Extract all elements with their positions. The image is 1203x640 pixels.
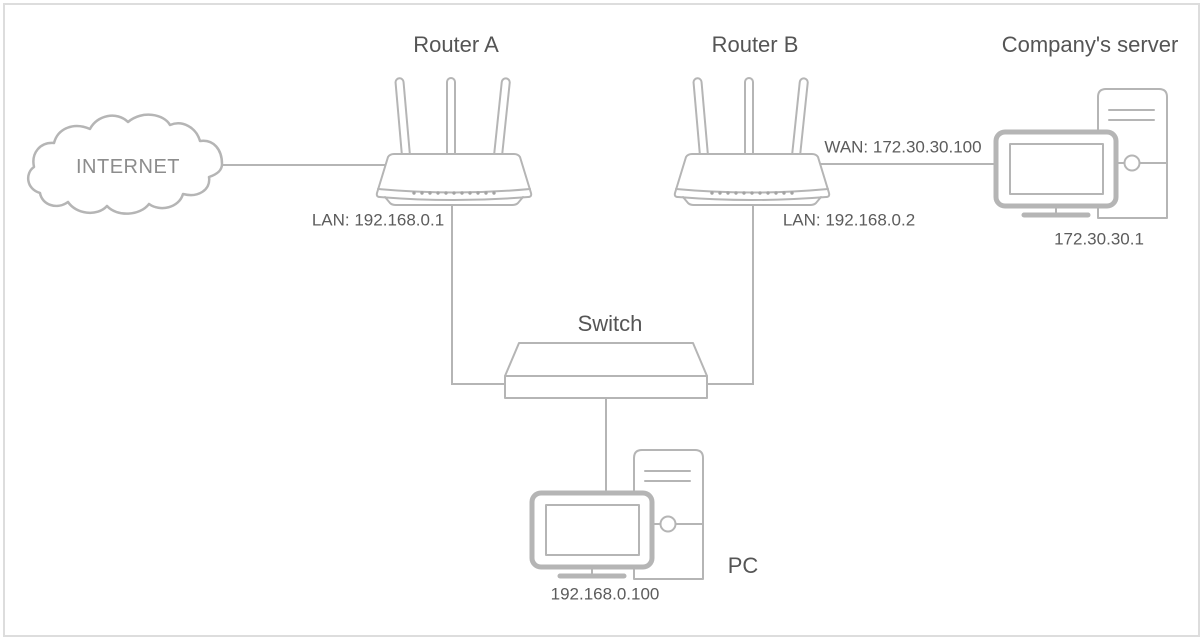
pc-title: PC bbox=[727, 553, 759, 578]
router-b-title: Router B bbox=[711, 32, 799, 57]
company-server-ip-label: 172.30.30.1 bbox=[1054, 229, 1144, 249]
internet-label: INTERNET bbox=[76, 156, 180, 178]
pc-icon bbox=[532, 450, 703, 579]
pc-ip-label: 192.168.0.100 bbox=[550, 584, 660, 604]
router-a-icon bbox=[375, 76, 533, 206]
link-router-b-to-switch bbox=[706, 204, 754, 385]
router-b-icon bbox=[673, 76, 831, 206]
router-b-lan-label: LAN: 192.168.0.2 bbox=[782, 210, 916, 230]
router-a-title: Router A bbox=[413, 32, 499, 57]
company-server-icon bbox=[996, 89, 1167, 218]
link-router-a-to-switch bbox=[451, 204, 506, 385]
switch-icon bbox=[504, 342, 708, 399]
router-a-lan-label: LAN: 192.168.0.1 bbox=[311, 210, 445, 230]
router-b-wan-label: WAN: 172.30.30.100 bbox=[824, 137, 982, 157]
switch-title: Switch bbox=[577, 311, 643, 336]
company-server-title: Company's server bbox=[1001, 32, 1179, 57]
internet-cloud-icon bbox=[27, 113, 224, 215]
